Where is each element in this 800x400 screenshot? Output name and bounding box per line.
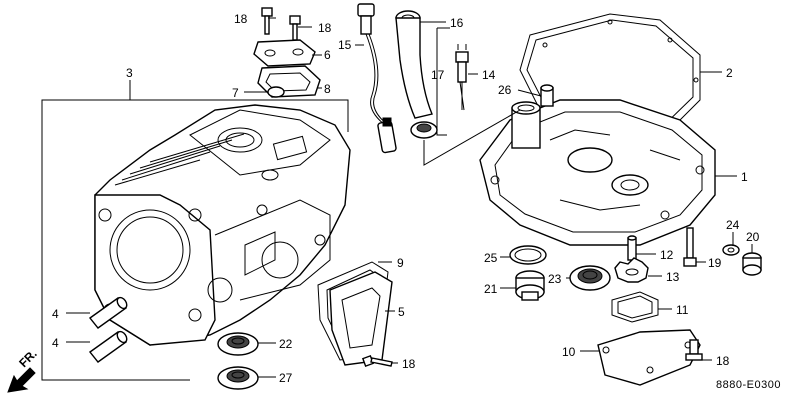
dowel-26	[540, 84, 554, 107]
cylinder-group-bracket	[41, 80, 349, 381]
callout-16: 16	[450, 16, 464, 30]
callout-21: 21	[484, 282, 498, 296]
oil-seal-23	[569, 265, 611, 291]
callout-18: 18	[402, 357, 416, 371]
callout-1: 1	[741, 170, 748, 184]
callout-22: 22	[279, 337, 293, 351]
gasket-11	[611, 291, 659, 323]
direction-label: FR.	[16, 347, 40, 371]
figure-code: 8880-E0300	[716, 379, 781, 391]
bolt-19	[683, 227, 697, 267]
cylinder-block	[94, 104, 351, 346]
drain-plug-21	[515, 270, 545, 301]
callout-18: 18	[234, 12, 248, 26]
crankcase-cover-1	[479, 99, 716, 246]
breather-cover-5	[329, 271, 393, 366]
callout-11: 11	[676, 303, 689, 317]
callout-9: 9	[397, 256, 404, 270]
breather-tube-16	[395, 10, 438, 139]
callout-25: 25	[484, 251, 498, 265]
o-ring-25	[509, 245, 547, 265]
callout-labels: 18 18 6 8 7 3 15 16 17 14 2 26 1 24 20 1…	[52, 12, 760, 385]
callout-27: 27	[279, 371, 293, 385]
oil-seal-22	[217, 332, 259, 356]
callout-7: 7	[232, 86, 239, 100]
callout-17: 17	[431, 68, 445, 82]
callout-3: 3	[126, 66, 133, 80]
cover-plate-10	[597, 329, 701, 386]
callout-20: 20	[746, 230, 760, 244]
sensor-14	[455, 44, 469, 111]
cover-plate-6	[253, 39, 316, 67]
callout-13: 13	[666, 270, 680, 284]
callout-26: 26	[498, 83, 512, 97]
bolt-18-top-right	[289, 15, 301, 41]
callout-24: 24	[726, 218, 740, 232]
washer-7	[267, 86, 285, 98]
gear-13	[614, 257, 649, 283]
bearing-seal-27	[217, 366, 259, 390]
oil-level-switch-15	[357, 3, 397, 154]
callout-5: 5	[398, 305, 405, 319]
callout-2: 2	[726, 66, 733, 80]
callout-6: 6	[324, 48, 331, 62]
callout-10: 10	[562, 345, 576, 359]
callout-18: 18	[716, 354, 730, 368]
callout-19: 19	[708, 256, 722, 270]
callout-18: 18	[318, 21, 332, 35]
bolt-18-top-left	[261, 7, 273, 35]
dowel-pin-lower	[88, 330, 128, 363]
callout-14: 14	[482, 68, 496, 82]
front-direction-arrow: FR.	[7, 347, 40, 393]
callout-4: 4	[52, 336, 59, 350]
bolt-18-bottom-center	[361, 354, 393, 368]
leader-lines	[66, 17, 753, 378]
bolt-18-lower-right	[685, 339, 703, 361]
callout-4: 4	[52, 307, 59, 321]
dowel-pin-upper	[88, 296, 128, 329]
callout-23: 23	[548, 272, 562, 286]
washer-24	[722, 244, 740, 256]
bracket-17	[436, 27, 450, 136]
callout-15: 15	[338, 38, 352, 52]
callout-12: 12	[660, 248, 674, 262]
callout-8: 8	[324, 82, 331, 96]
shaft-12	[627, 235, 637, 261]
plug-20	[742, 252, 762, 276]
